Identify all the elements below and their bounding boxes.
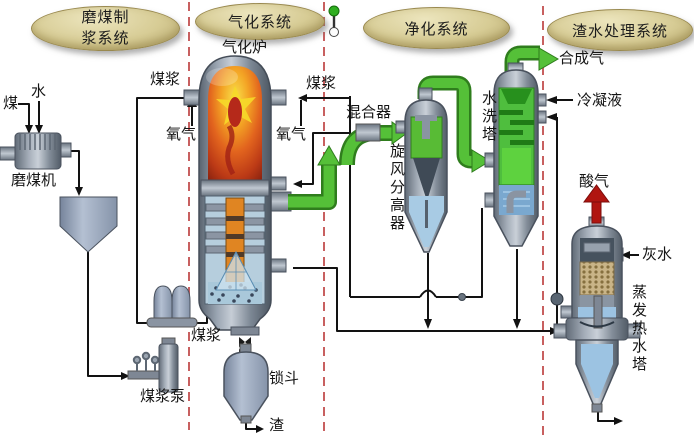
acid-gas-arrow — [583, 184, 610, 224]
black-pipelines — [18, 96, 639, 430]
label-condensate: 冷凝液 — [577, 93, 623, 109]
hotwater-tower-drain-line — [597, 411, 615, 422]
blackwater-header-line — [293, 267, 550, 332]
system-label-grinding: 磨煤制浆系统 — [81, 10, 130, 47]
slurry-hopper — [59, 196, 118, 253]
wash-tower — [484, 62, 547, 247]
system-oval-slag-water: 渣水处理系统 — [547, 9, 693, 51]
system-oval-gasification: 气化系统 — [195, 3, 325, 40]
pulsation-dampeners — [146, 285, 198, 328]
label-coal-slurry-left: 煤浆 — [150, 72, 181, 88]
label-evap-hot-water-tower: 蒸发热水塔 — [630, 284, 646, 374]
slurry-pump — [127, 337, 179, 393]
label-coal-mill: 磨煤机 — [11, 173, 57, 189]
evap-hot-water-tower — [553, 216, 641, 413]
label-slag: 渣 — [269, 418, 285, 434]
label-lock-hopper: 锁斗 — [269, 371, 300, 387]
coal-mill — [0, 132, 72, 170]
indicator-icon — [328, 5, 340, 37]
system-label-gasification: 气化系统 — [227, 15, 292, 31]
system-separators — [188, 2, 544, 440]
black-arrowheads — [25, 94, 630, 433]
label-coal: 煤 — [3, 96, 19, 112]
system-oval-grinding: 磨煤制浆系统 — [31, 6, 180, 51]
lockhopper-drain-line — [245, 422, 257, 430]
hopper-to-pump-line — [87, 252, 121, 377]
label-acid-gas: 酸气 — [579, 174, 610, 190]
label-cyclone: 旋风分高器 — [388, 143, 404, 233]
label-ash-water: 灰水 — [642, 247, 673, 263]
cyclone-separator — [395, 87, 448, 253]
label-mixer: 混合器 — [346, 105, 392, 121]
system-label-slag-water: 渣水处理系统 — [571, 23, 668, 40]
label-oxygen-left: 氧气 — [166, 127, 197, 143]
valve-icon — [550, 292, 564, 306]
lock-hopper — [223, 337, 269, 424]
coal-feed-line — [18, 103, 30, 126]
label-coal-slurry-pump-out: 煤浆 — [191, 328, 222, 344]
label-water: 水 — [31, 84, 47, 100]
mixer-body — [355, 123, 381, 142]
quench-inlet-line — [302, 132, 350, 185]
label-slurry-pump: 煤浆泵 — [140, 389, 186, 405]
system-label-purification: 净化系统 — [404, 21, 469, 38]
right-burner-feed-line — [306, 96, 351, 297]
label-syngas: 合成气 — [559, 51, 605, 67]
label-coal-slurry-right: 煤浆 — [306, 76, 337, 92]
label-gasifier: 气化炉 — [222, 40, 268, 56]
gasifier-vessel — [183, 55, 292, 336]
pump-to-left-burner-line — [136, 97, 190, 324]
pipe-junction-dot — [458, 293, 466, 301]
label-oxygen-right: 氧气 — [276, 127, 307, 143]
system-oval-purification: 净化系统 — [363, 7, 510, 49]
label-wash-tower: 水洗塔 — [480, 90, 496, 144]
